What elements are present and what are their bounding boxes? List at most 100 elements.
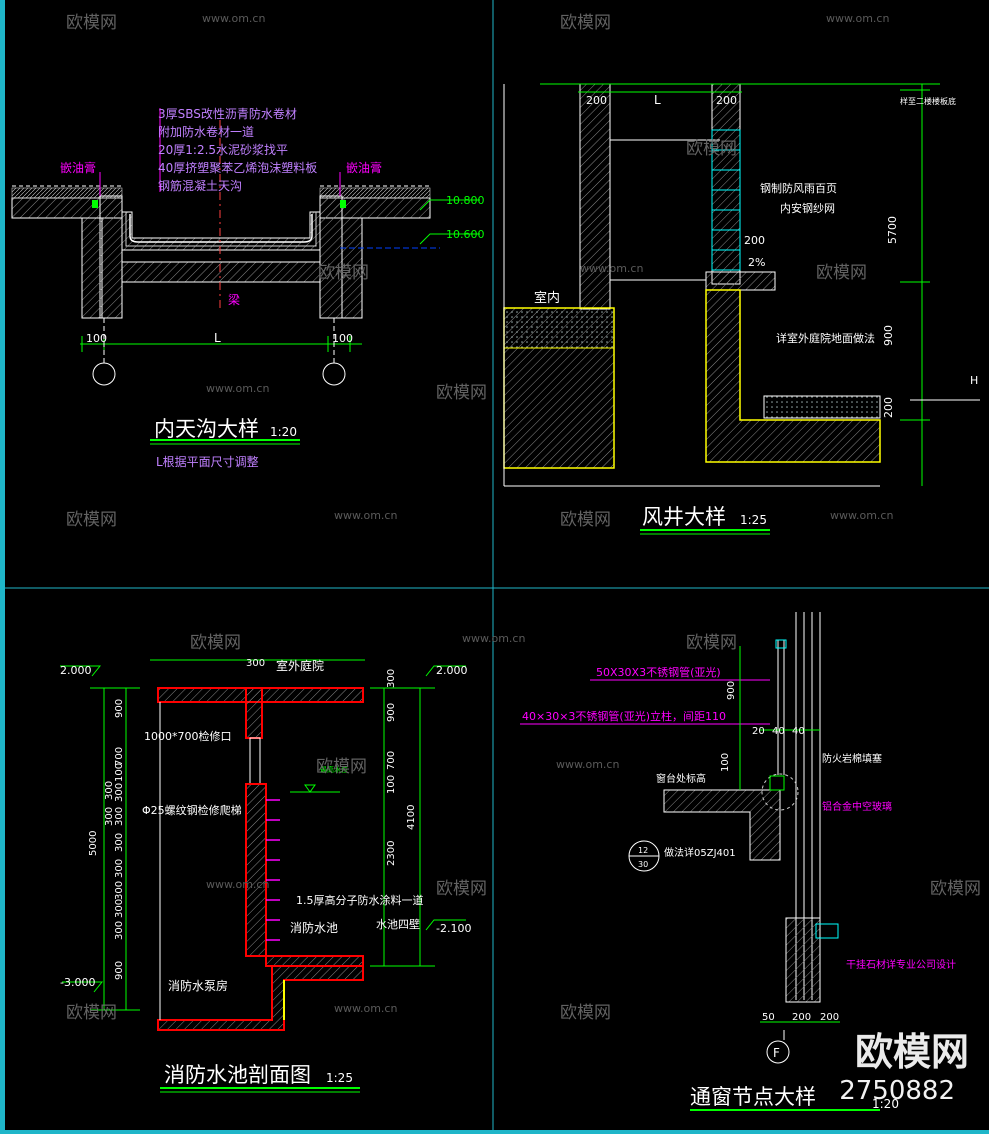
- gutter-label-left: 嵌油膏: [60, 160, 96, 175]
- pool-rdim-3: 100: [386, 775, 397, 794]
- window-dim-900: 900: [726, 681, 737, 700]
- watermark-brand: 欧模网: [930, 879, 981, 899]
- pool-ldim-6: 300: [114, 859, 125, 878]
- shaft-dim-L: L: [654, 93, 661, 107]
- window-dim-200a: 200: [792, 1012, 811, 1023]
- watermark-url: www.om.cn: [462, 632, 526, 645]
- shaft-dim-5700: 5700: [886, 216, 899, 244]
- watermark-brand: 欧模网: [816, 263, 867, 283]
- pool-ldim-11: 300: [104, 807, 115, 826]
- pool-scale: 1:25: [326, 1071, 353, 1085]
- watermark-brand: 欧模网: [66, 510, 117, 530]
- window-ref: 做法详05ZJ401: [664, 846, 736, 859]
- gutter-dim-mid: L: [214, 331, 221, 345]
- shaft-ground: 详室外庭院地面做法: [776, 331, 875, 345]
- shaft-louver: 钢制防风雨百页: [760, 181, 837, 195]
- watermark-brand: 欧模网: [66, 13, 117, 33]
- watermark-logo: 欧模网: [854, 1030, 969, 1074]
- window-pipe1: 50X30X3不锈钢管(亚光): [596, 665, 721, 679]
- pool-elev-tr: 2.000: [436, 664, 468, 677]
- gutter-note: L根据平面尺寸调整: [156, 454, 259, 469]
- window-title: 通窗节点大样: [690, 1085, 816, 1109]
- gutter-title: 内天沟大样: [154, 417, 259, 441]
- shaft-dim-200a: 200: [586, 94, 607, 107]
- pool-title: 消防水池剖面图: [164, 1063, 311, 1087]
- pool-rdim-4: 2300: [386, 841, 397, 866]
- shaft-dim-200d: 200: [882, 397, 895, 418]
- pool-right-total: 4100: [406, 805, 417, 830]
- pool-elev-bl: -3.000: [60, 976, 95, 989]
- window-dim-50: 50: [762, 1012, 775, 1023]
- gutter-elev-bottom: 10.600: [446, 228, 485, 241]
- pool-ldim-7: 300: [114, 881, 125, 900]
- pool-ldim-9: 300: [114, 921, 125, 940]
- gutter-elev-top: 10.800: [446, 194, 485, 207]
- pool-ldim-1: 300: [114, 783, 125, 802]
- shaft-slope: 2%: [748, 256, 765, 269]
- pool-ldim-3: 700: [114, 747, 125, 766]
- window-fire: 防火岩棉填塞: [822, 752, 882, 765]
- pool-left-dims: 900 300 100 700 300 300 300 300 300 300 …: [88, 699, 125, 980]
- pool-ldim-5: 300: [114, 833, 125, 852]
- pool-elev-tl: 2.000: [60, 664, 92, 677]
- pool-courtyard: 室外庭院: [276, 658, 324, 673]
- shaft-dim-200b: 200: [716, 94, 737, 107]
- watermark-url: www.om.cn: [826, 12, 890, 25]
- pool-hatch: 1000*700检修口: [144, 729, 232, 743]
- shaft-note-top: 样至二楼楼板底: [900, 96, 956, 106]
- pool-water-level: 最高水位: [320, 765, 348, 774]
- pool-wall: 水池四壁: [376, 917, 420, 931]
- watermark-brand: 欧模网: [66, 1003, 117, 1023]
- shaft-h-mark: H: [970, 374, 978, 387]
- gutter-layer-1: 3厚SBS改性沥青防水卷材: [158, 106, 297, 121]
- pool-left-total: 5000: [88, 831, 99, 856]
- pool-ldim-10: 300: [104, 781, 115, 800]
- window-stone: 干挂石材详专业公司设计: [846, 958, 956, 971]
- window-dim-20: 20: [752, 726, 765, 737]
- shaft-scale: 1:25: [740, 513, 767, 527]
- pool-ldim-12: 900: [114, 961, 125, 980]
- pool-rdim-0: 300: [386, 669, 397, 688]
- watermark-brand: 欧模网: [318, 263, 369, 283]
- gutter-layer-3: 20厚1:2.5水泥砂浆找平: [158, 142, 288, 157]
- gutter-dim-right: 100: [332, 332, 353, 345]
- pool-ladder: Φ25螺纹钢检修爬梯: [142, 803, 242, 817]
- pool-ldim-8: 300: [114, 899, 125, 918]
- watermark-brand: 欧模网: [686, 633, 737, 653]
- pool-right-dims: 300 900 700 100 2300 4100: [386, 669, 417, 866]
- watermark-url: www.om.cn: [202, 12, 266, 25]
- watermark-brand: 欧模网: [560, 1003, 611, 1023]
- shaft-dim-200c: 200: [744, 234, 765, 247]
- shaft-detail: [503, 83, 980, 535]
- pool-ldim-0: 900: [114, 699, 125, 718]
- shaft-screen: 内安钢纱网: [780, 201, 835, 215]
- pool-rdim-1: 900: [386, 703, 397, 722]
- watermark-brand: 欧模网: [436, 383, 487, 403]
- window-dim-200b: 200: [820, 1012, 839, 1023]
- window-scale: 1:20: [872, 1097, 899, 1111]
- pool-detail: [60, 659, 466, 1093]
- watermark-url: www.om.cn: [556, 758, 620, 771]
- watermark-url: www.om.cn: [334, 509, 398, 522]
- watermark-url: www.om.cn: [206, 878, 270, 891]
- pool-ldim-4: 300: [114, 807, 125, 826]
- window-pipe2: 40×30×3不锈钢管(亚光)立柱，间距110: [522, 709, 726, 723]
- window-sill: 窗台处标高: [656, 772, 706, 785]
- watermark-url: www.om.cn: [206, 382, 270, 395]
- watermark-url: www.om.cn: [830, 509, 894, 522]
- window-dim-40b: 40: [792, 726, 805, 737]
- window-ref-top: 12: [638, 846, 648, 855]
- pool-waterproof: 1.5厚高分子防水涂料一道: [296, 893, 424, 907]
- window-glass: 铝合金中空玻璃: [822, 800, 892, 813]
- gutter-dim-left: 100: [86, 332, 107, 345]
- gutter-layer-4: 40厚挤塑聚苯乙烯泡沫塑料板: [158, 160, 317, 175]
- watermark-id: 2750882: [839, 1076, 955, 1106]
- pool-rdim-2: 700: [386, 751, 397, 770]
- shaft-indoor: 室内: [534, 290, 560, 306]
- watermark-brand: 欧模网: [560, 13, 611, 33]
- gutter-layer-2: 附加防水卷材一道: [158, 124, 254, 139]
- window-detail: [520, 612, 880, 1111]
- gutter-beam-label: 梁: [228, 292, 240, 307]
